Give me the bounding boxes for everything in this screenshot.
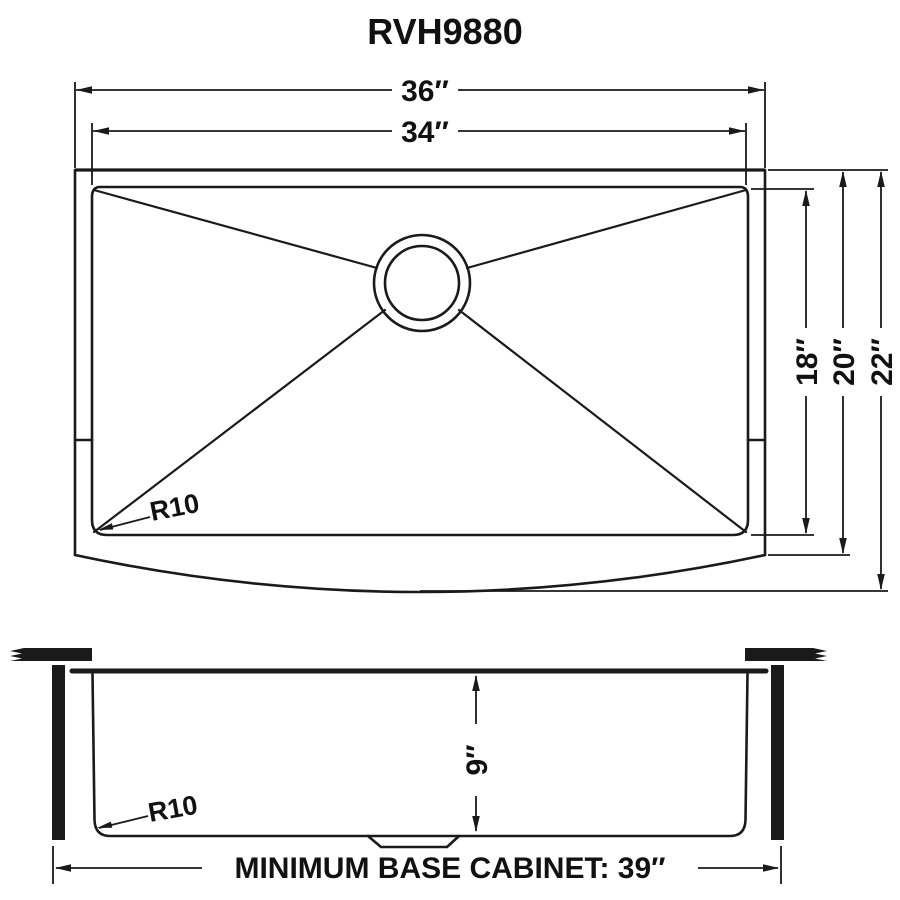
drain-circle-inner [383,244,461,322]
side-view-drain-fitting [366,834,461,849]
dim-9-label: 9″ [461,744,494,775]
cabinet-wall-left [52,665,65,840]
top-view-apron-curve [73,553,767,594]
radius-leader-arrowhead [98,523,114,530]
dim-18-extension-lines [751,188,814,536]
slope-line-top-right [465,188,748,270]
dim-22-label: 22″ [866,338,899,386]
top-view: R10 [73,168,767,594]
dim-20-label: 20″ [828,338,861,386]
slope-line-bottom-right [457,308,748,534]
side-view-dimensions: 9″ MINIMUM BASE CABINET: 39″ [52,675,782,885]
dim-18-label: 18″ [791,338,824,386]
dim-9-arrow-top [472,675,480,691]
dim-cabinet-arrow-right [763,864,779,872]
dim-36-label: 36″ [401,75,449,108]
dim-cabinet-arrow-left [55,864,71,872]
side-view-bowl-outline [91,672,749,838]
top-view-bowl-outline [90,185,750,537]
countertop-section-left [10,648,92,661]
dim-34-extension-lines [91,123,747,185]
countertop-section-right [745,648,827,661]
dim-18-arrow-top [802,190,810,206]
dim-22-arrow-bottom [877,574,885,590]
dim-9-arrow-bottom [472,816,480,832]
slope-line-top-left [92,188,379,270]
min-base-cabinet-label: MINIMUM BASE CABINET: 39″ [234,852,665,885]
radius-leader-side-arrowhead [97,821,113,828]
cabinet-wall-right [771,665,784,840]
dim-20-arrow-bottom [839,538,847,554]
dim-20-arrow-top [839,171,847,187]
side-view: R10 [10,648,827,849]
dim-36-extension-lines [74,82,766,168]
drain-circle-outer [372,233,472,333]
dim-34-label: 34″ [401,116,449,149]
dim-cabinet-extension-lines [52,846,782,884]
dim-34-arrow-left [93,127,109,135]
dim-34-arrow-right [729,127,745,135]
top-view-dimensions: 36″ 34″ 18″ 20″ 22″ [74,75,899,592]
dim-18-arrow-bottom [802,518,810,534]
model-number: RVH9880 [367,11,522,52]
dim-36-arrow-left [76,86,92,94]
corner-radius-label-top-view: R10 [147,488,201,527]
corner-radius-label-side-view: R10 [146,790,200,828]
dim-36-arrow-right [748,86,764,94]
dim-22-arrow-top [877,171,885,187]
slope-line-bottom-left [92,308,387,534]
